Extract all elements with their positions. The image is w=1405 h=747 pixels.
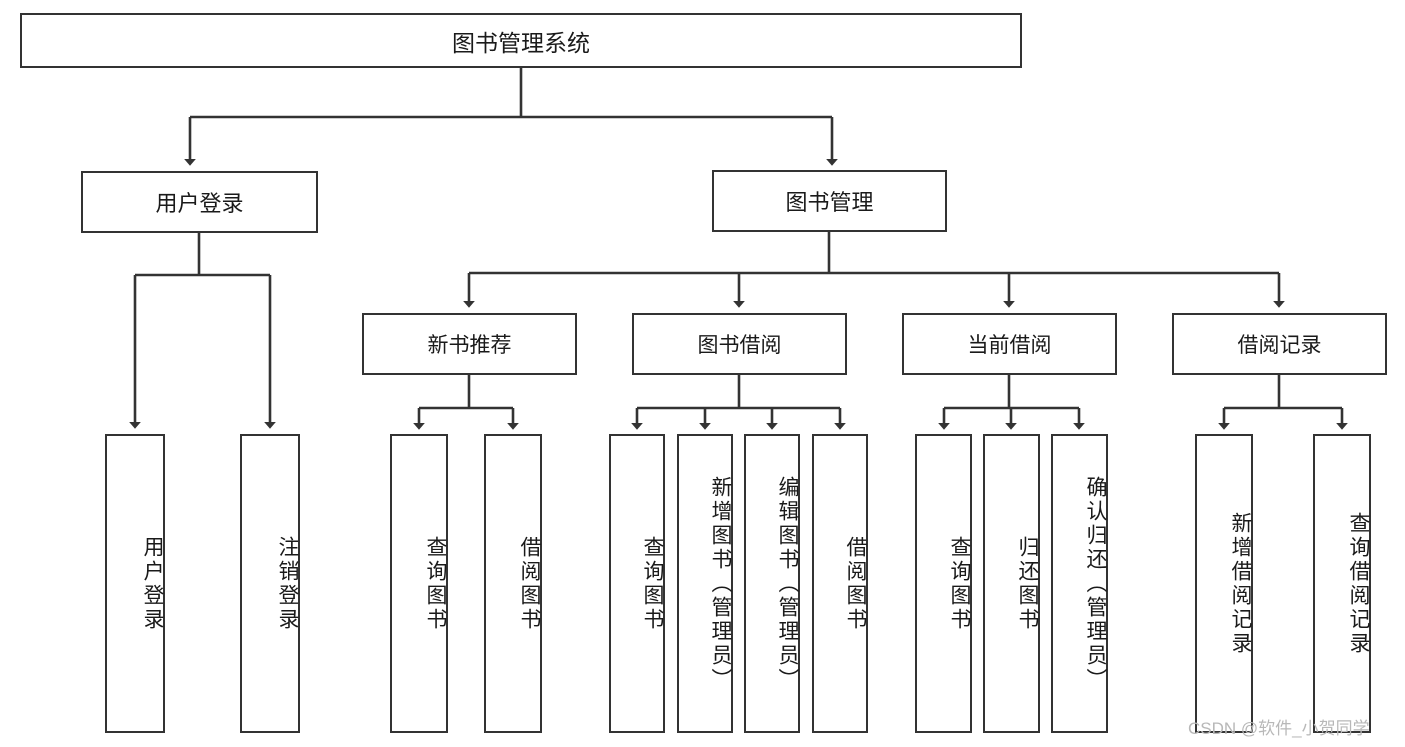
node-label: 编辑图书（管理员） xyxy=(776,475,799,692)
node-label: 用户登录 xyxy=(141,535,164,632)
node-label: 当前借阅 xyxy=(967,334,1052,357)
node-leaf-query-book-recommend[interactable]: 查询图书 xyxy=(390,434,448,733)
node-user-login[interactable]: 用户登录 xyxy=(81,171,318,233)
node-leaf-add-borrow-record[interactable]: 新增借阅记录 xyxy=(1195,434,1253,733)
node-leaf-add-book-admin[interactable]: 新增图书（管理员） xyxy=(677,434,733,733)
node-borrow-record[interactable]: 借阅记录 xyxy=(1172,313,1387,375)
node-label: 用户登录 xyxy=(155,191,244,216)
node-leaf-borrow-book[interactable]: 借阅图书 xyxy=(812,434,868,733)
node-leaf-query-book-current[interactable]: 查询图书 xyxy=(915,434,972,733)
node-book-management[interactable]: 图书管理 xyxy=(712,170,947,232)
node-label: 新书推荐 xyxy=(427,334,512,357)
node-label: 借阅图书 xyxy=(844,535,867,632)
node-label: 图书借阅 xyxy=(697,334,782,357)
node-leaf-return-book[interactable]: 归还图书 xyxy=(983,434,1040,733)
node-label: 查询图书 xyxy=(424,535,447,632)
node-label: 查询图书 xyxy=(948,535,971,632)
node-new-book-recommend[interactable]: 新书推荐 xyxy=(362,313,577,375)
node-current-borrow[interactable]: 当前借阅 xyxy=(902,313,1117,375)
node-leaf-query-borrow-record[interactable]: 查询借阅记录 xyxy=(1313,434,1371,733)
node-leaf-edit-book-admin[interactable]: 编辑图书（管理员） xyxy=(744,434,800,733)
node-book-borrow[interactable]: 图书借阅 xyxy=(632,313,847,375)
node-label: 图书管理 xyxy=(785,190,874,215)
node-label: 图书管理系统 xyxy=(452,29,590,56)
node-root-book-management-system[interactable]: 图书管理系统 xyxy=(20,13,1022,68)
csdn-watermark: CSDN @软件_小贺同学 xyxy=(1188,719,1370,738)
node-label: 确认归还（管理员） xyxy=(1084,475,1107,692)
node-leaf-confirm-return-admin[interactable]: 确认归还（管理员） xyxy=(1051,434,1108,733)
node-leaf-user-login[interactable]: 用户登录 xyxy=(105,434,165,733)
node-leaf-query-book-borrow[interactable]: 查询图书 xyxy=(609,434,665,733)
node-label: 查询借阅记录 xyxy=(1347,511,1370,656)
node-label: 新增图书（管理员） xyxy=(709,475,732,692)
node-label: 注销登录 xyxy=(276,535,299,632)
node-label: 归还图书 xyxy=(1016,535,1039,632)
node-leaf-borrow-book-recommend[interactable]: 借阅图书 xyxy=(484,434,542,733)
node-leaf-logout-login[interactable]: 注销登录 xyxy=(240,434,300,733)
node-label: 借阅图书 xyxy=(518,535,541,632)
node-label: 借阅记录 xyxy=(1237,334,1322,357)
node-label: 新增借阅记录 xyxy=(1229,511,1252,656)
node-label: 查询图书 xyxy=(641,535,664,632)
